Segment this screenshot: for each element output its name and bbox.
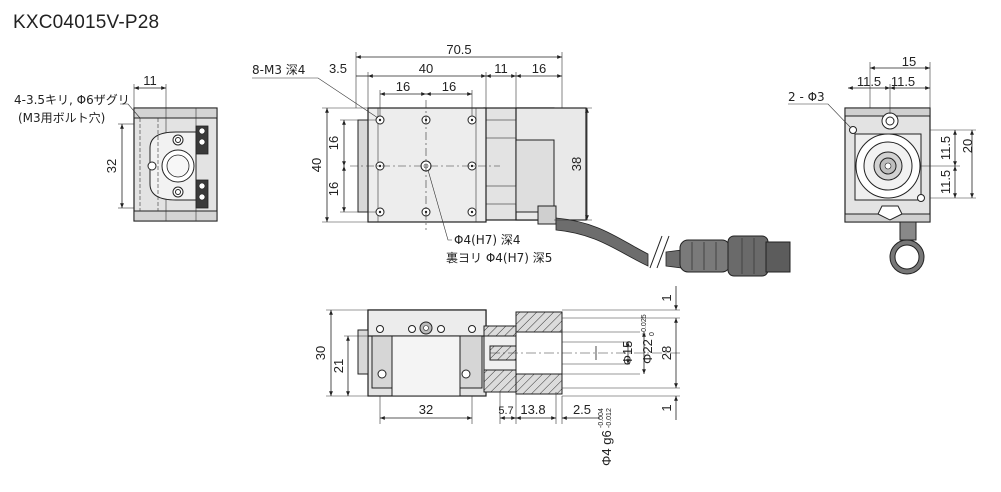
note-top-tap: 8-M3 深4 — [252, 63, 305, 77]
left-view-dimensions: 11 32 4-3.5キリ, Φ6ザグリ (M3用ボルト穴) — [14, 73, 167, 209]
top-view-dimensions: 70.5 40 11 16 3.5 16 16 40 16 16 38 8-M3… — [252, 42, 592, 265]
dim-11-5-b: 11.5 — [891, 74, 915, 89]
dim-16-v2: 16 — [326, 182, 341, 196]
dim-16-v1: 16 — [326, 136, 341, 150]
dim-1-top: 1 — [659, 294, 674, 301]
dim-16-a: 16 — [396, 79, 410, 94]
front-view-dimensions: 30 21 32 5.7 13.8 2.5 Φ15 Φ22 +0.025 0 2… — [313, 286, 678, 466]
dim-28: 28 — [659, 346, 674, 360]
dim-30: 30 — [313, 346, 328, 360]
dim-2-5: 2.5 — [573, 402, 591, 417]
dim-16-top: 16 — [532, 61, 546, 76]
dim-11-top: 11 — [494, 61, 508, 76]
dim-40-top: 40 — [419, 61, 433, 76]
drawing-title: KXC04015V-P28 — [13, 12, 160, 33]
dim-3-5: 3.5 — [329, 61, 347, 76]
dim-11-5-v2: 11.5 — [938, 170, 953, 194]
note-center-hole: Φ4(H7) 深4 — [454, 233, 521, 247]
right-end-view — [844, 107, 931, 275]
right-view-dimensions: 15 11.5 11.5 11.5 11.5 20 2 - Φ3 — [788, 54, 976, 199]
dim-15: 15 — [902, 54, 916, 69]
dim-phi15: Φ15 — [620, 341, 635, 366]
dim-38: 38 — [569, 157, 584, 171]
dim-11-5-a: 11.5 — [857, 74, 881, 89]
dim-phi22-tol-lower: 0 — [649, 332, 656, 336]
dim-phi22: Φ22 — [640, 339, 655, 364]
dim-21: 21 — [331, 359, 346, 373]
dim-5-7: 5.7 — [498, 405, 513, 417]
dim-13-8: 13.8 — [520, 402, 545, 417]
dim-phi4-tol-upper: -0.004 — [598, 408, 605, 428]
dim-11-5-v1: 11.5 — [938, 136, 953, 160]
note-side-hole-2: (M3用ボルト穴) — [18, 110, 105, 125]
dim-phi4-tol-lower: -0.012 — [606, 408, 613, 428]
dim-40-left: 40 — [309, 158, 324, 172]
dim-20: 20 — [960, 139, 975, 153]
dim-phi22-tol-upper: +0.025 — [641, 314, 648, 336]
left-side-view — [133, 107, 218, 222]
note-back-hole: 裏ヨリ Φ4(H7) 深5 — [446, 250, 552, 265]
dim-32-bottom: 32 — [419, 402, 433, 417]
front-view — [357, 309, 680, 397]
top-view — [350, 100, 791, 277]
dim-11-left: 11 — [143, 73, 157, 88]
dim-16-b: 16 — [442, 79, 456, 94]
note-side-hole-1: 4-3.5キリ, Φ6ザグリ — [14, 93, 130, 107]
dim-32-left: 32 — [104, 159, 119, 173]
dim-phi4-g6: Φ4 g6 — [599, 430, 614, 466]
dim-70-5: 70.5 — [446, 42, 471, 57]
dim-1-bottom: 1 — [659, 404, 674, 411]
note-right-hole: 2 - Φ3 — [788, 90, 825, 104]
